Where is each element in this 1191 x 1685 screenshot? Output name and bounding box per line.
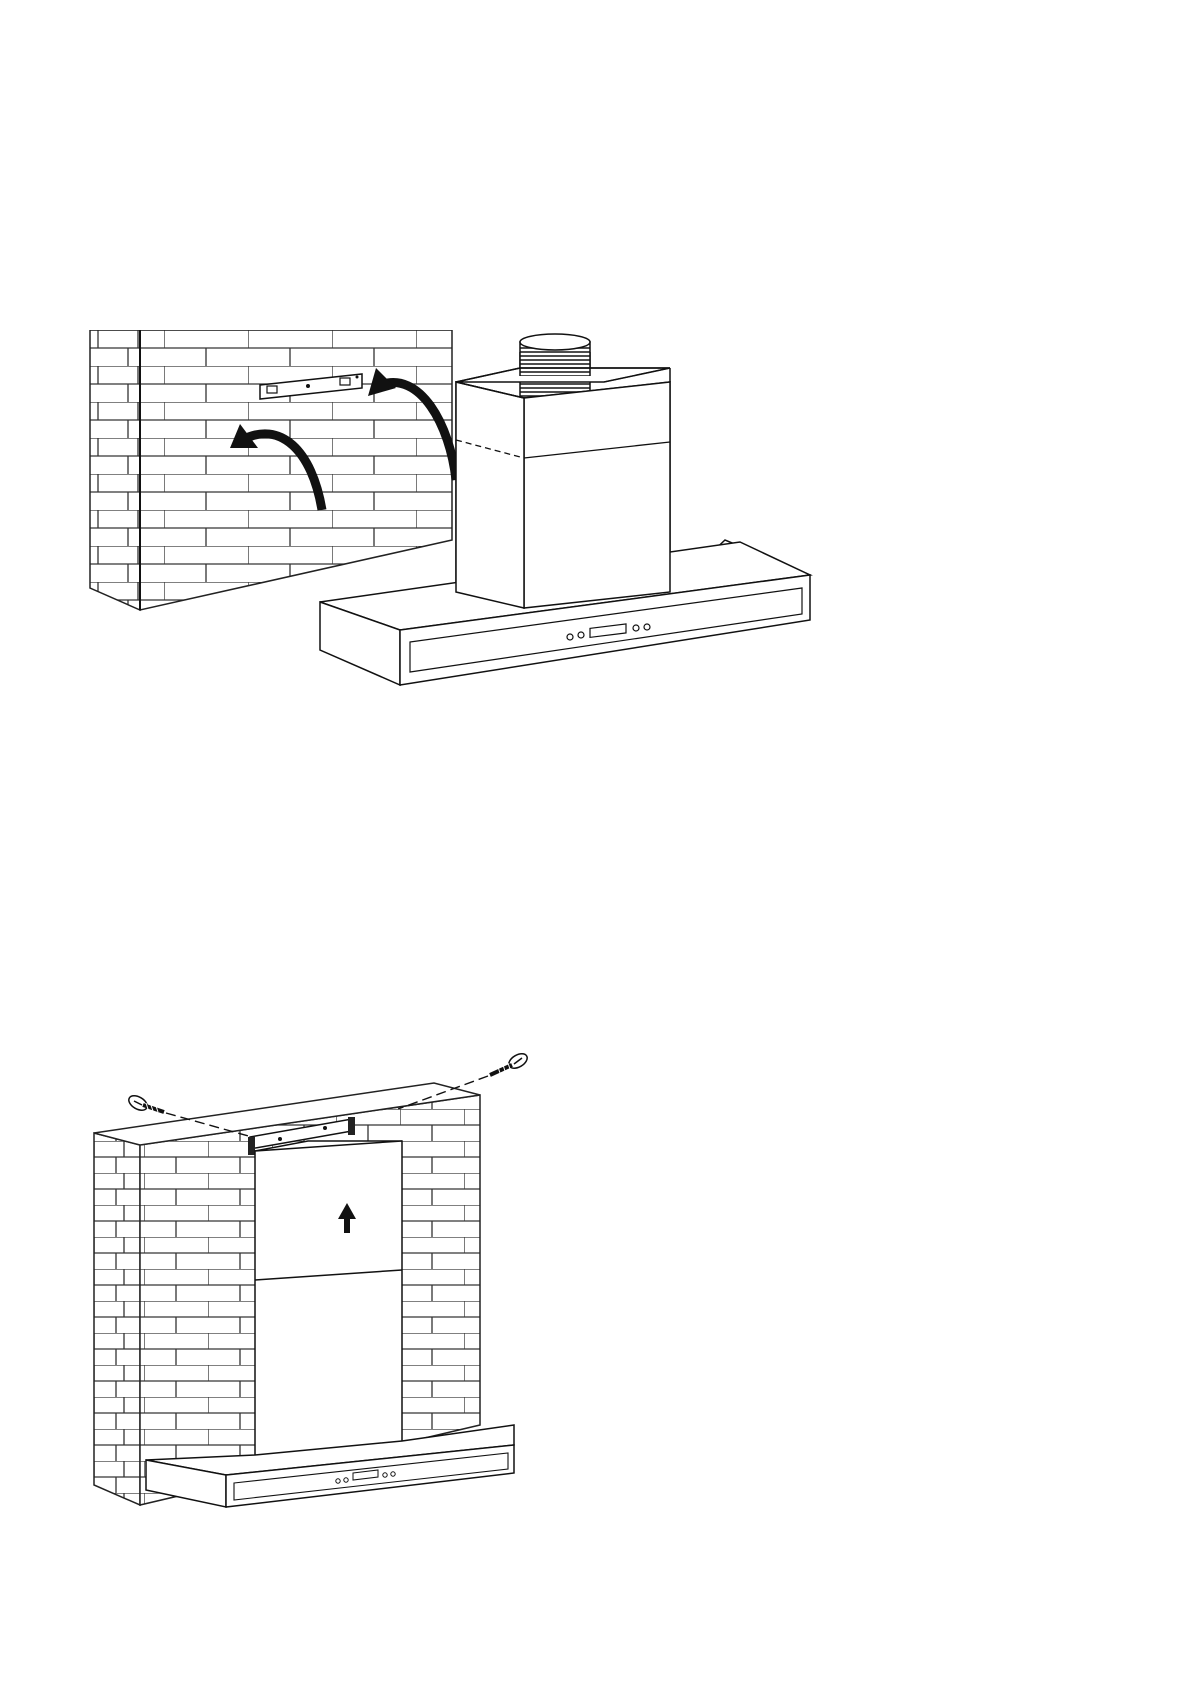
- chimney-fixing-diagram: [80, 1045, 600, 1515]
- screw-left-icon: [126, 1093, 164, 1113]
- screw-right-icon: [490, 1051, 530, 1075]
- brick-wall: [90, 330, 452, 610]
- chimney-cover: [255, 1141, 402, 1470]
- wall-mount-diagram: [80, 330, 880, 730]
